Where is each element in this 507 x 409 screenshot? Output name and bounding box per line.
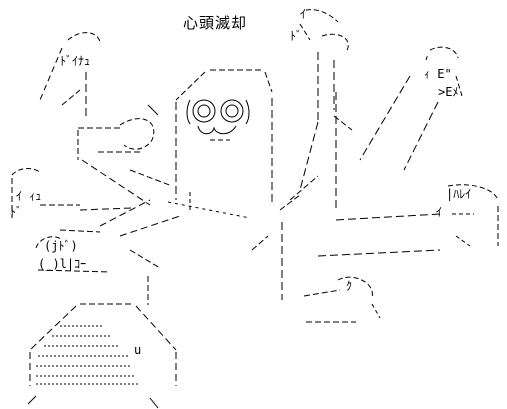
fragment-mark-u: u [134, 343, 142, 357]
fragment-right-hand-2: >Eﾒ [438, 85, 459, 99]
caption-title: 心頭滅却 [182, 14, 247, 32]
fragment-top-right-1: ｲ [300, 7, 307, 21]
left-mid-hand [11, 167, 151, 227]
fragment-left-hand-1: ｲ ｨｭ [16, 189, 42, 203]
right-upper-arm [299, 9, 353, 210]
head [175, 69, 273, 205]
right-upper-hand [359, 46, 463, 171]
right-lower-hand [303, 276, 381, 323]
fragment-left-lower-hand: (jﾄﾞ) [44, 239, 78, 253]
torso [167, 175, 319, 300]
fragment-top-right-2: ﾄﾞ [290, 29, 303, 43]
left-lower-hand [35, 215, 181, 305]
base-mat [27, 303, 177, 409]
fragment-left-hand-2: ﾄﾞ [10, 205, 23, 219]
right-mid-hand [317, 184, 499, 257]
left-upper-arm [39, 32, 173, 206]
fragment-left-upper-hand: ﾄﾞｲﾅｭ [60, 54, 91, 68]
fragment-right-mid-hand: |ﾊﾚｲ [446, 187, 472, 201]
fragment-left-lower-hand-2: (_)l|ｺｰ [38, 257, 87, 271]
fragment-mark-ku: ｸ [346, 279, 353, 293]
fragment-right-hand-1: ｨ E" [424, 67, 452, 81]
fragment-right-mid-hand-2: ｲ [436, 205, 443, 219]
